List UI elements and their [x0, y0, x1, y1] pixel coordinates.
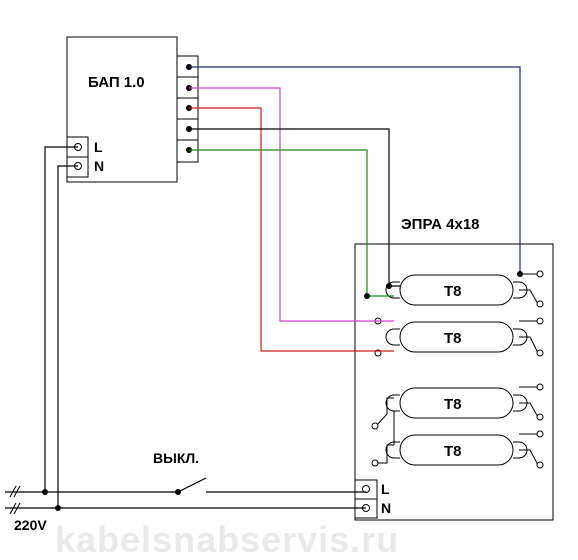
- lamp-3: T8: [385, 387, 528, 419]
- bap-title: БАП 1.0: [88, 74, 145, 91]
- bap-input-terminal: [66, 136, 89, 178]
- mains-label: 220V: [14, 517, 47, 533]
- epra-input-terminal: [354, 479, 378, 519]
- lamp-4: T8: [385, 434, 528, 466]
- wire-pink: [189, 87, 394, 322]
- wire-green: [189, 149, 394, 299]
- lamp-1: T8: [385, 274, 528, 306]
- wire-black-bap: [189, 128, 400, 289]
- mains-wiring: [5, 146, 366, 509]
- epra-unit: ЭПРА 4х18 L N: [354, 216, 554, 521]
- wire-blue: [189, 66, 523, 277]
- bap-output-terminal: [176, 55, 199, 163]
- mains-junctions: [42, 489, 181, 511]
- switch-label: ВЫКЛ.: [153, 450, 199, 466]
- lamp-2: T8: [385, 321, 528, 353]
- epra-title: ЭПРА 4х18: [401, 216, 480, 233]
- lamp-4-label: T8: [444, 443, 462, 460]
- lamp-3-label: T8: [444, 396, 462, 413]
- bap-unit: БАП 1.0 L N: [66, 36, 199, 183]
- epra-n-label: N: [381, 500, 391, 516]
- bap-n-label: N: [94, 158, 104, 174]
- watermark: kabelsnabservis.ru: [55, 519, 399, 560]
- lamp-1-label: T8: [444, 283, 462, 300]
- mains-input-symbol: [9, 485, 21, 515]
- bap-l-label: L: [94, 139, 103, 155]
- wire-red: [189, 107, 394, 352]
- lamp-2-label: T8: [444, 330, 462, 347]
- epra-l-label: L: [381, 481, 390, 497]
